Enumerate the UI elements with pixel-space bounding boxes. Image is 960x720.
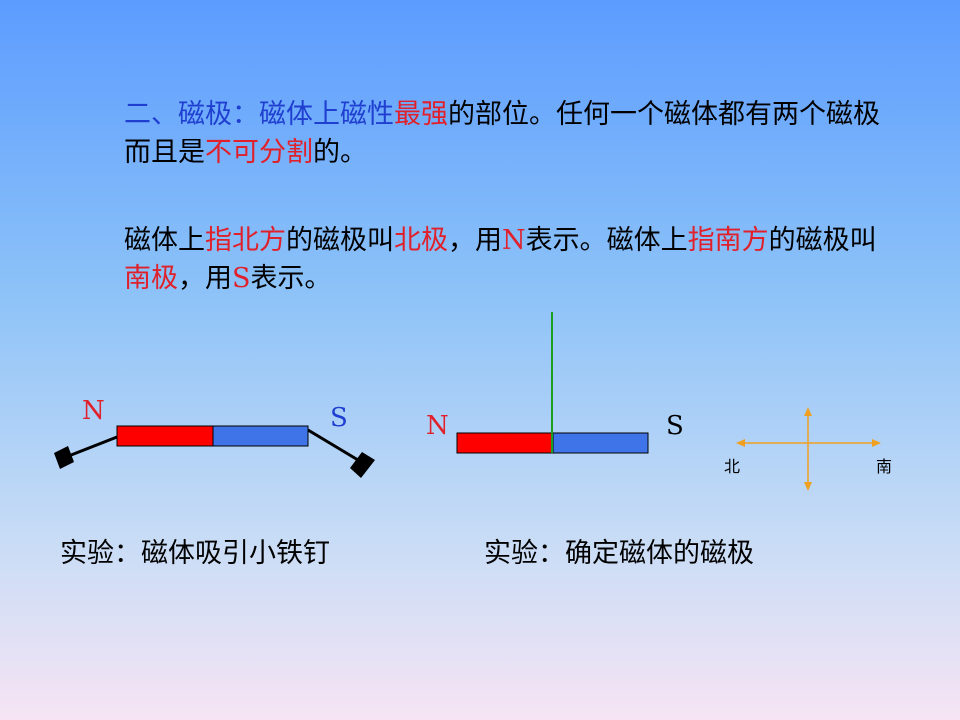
right-nail-shaft — [307, 428, 359, 462]
left-nail-head — [54, 446, 74, 469]
experiment1-caption: 实验：磁体吸引小铁钉 — [60, 538, 330, 569]
highlight-text: 不可分割 — [205, 137, 313, 168]
text-segment: 表示。磁体上 — [525, 225, 688, 256]
text-segment: 的磁极叫 — [768, 225, 877, 256]
highlight-text: 最强 — [394, 99, 448, 130]
right-nail-head — [350, 452, 375, 478]
experiment1-diagram — [54, 425, 375, 478]
down-arrow-icon — [804, 482, 812, 491]
compass-north-label: 北 — [724, 457, 741, 476]
magnet-south-half — [212, 425, 309, 447]
compass-south-label: 南 — [876, 457, 893, 476]
direction-compass — [736, 407, 881, 491]
highlight-text: 北极 — [394, 225, 448, 256]
text-segment: ，用 — [448, 225, 502, 256]
experiment1-north-label: N — [82, 396, 105, 426]
magnet-south-half — [552, 432, 649, 454]
highlight-text: 指南方 — [687, 225, 769, 256]
experiment1-south-label: S — [330, 403, 348, 433]
experiment2-north-label: N — [426, 411, 449, 441]
highlight-text: 南极 — [124, 263, 178, 294]
text-segment: ，用 — [178, 263, 232, 294]
paragraph-magnetic-poles: 二、磁极：磁体上磁性最强的部位。任何一个磁体都有两个磁极而且是不可分割的。 — [124, 96, 884, 172]
highlight-text: S — [232, 263, 251, 294]
magnet-north-half — [456, 432, 554, 454]
text-segment: 表示。 — [250, 263, 332, 294]
magnet-north-half — [116, 425, 214, 447]
experiment2-south-label: S — [666, 411, 684, 441]
text-segment: 磁体上 — [124, 225, 205, 256]
right-arrow-icon — [872, 439, 881, 447]
paragraph-north-south: 磁体上指北方的磁极叫北极，用N表示。磁体上指南方的磁极叫南极，用S表示。 — [124, 222, 884, 298]
experiment2-diagram — [456, 312, 649, 454]
text-segment: 的部位。任何一个磁体都有两个磁极而且是 — [124, 99, 880, 168]
highlight-text: N — [502, 225, 526, 256]
highlight-text: 指北方 — [205, 225, 286, 256]
experiment2-caption: 实验：确定磁体的磁极 — [484, 538, 754, 569]
left-arrow-icon — [736, 439, 745, 447]
text-segment: 的。 — [313, 137, 367, 168]
heading-text: 二、磁极： — [124, 99, 259, 130]
up-arrow-icon — [804, 407, 812, 416]
text-segment: 磁体上磁性 — [259, 99, 394, 130]
left-nail-shaft — [65, 435, 118, 459]
text-segment: 的磁极叫 — [286, 225, 394, 256]
